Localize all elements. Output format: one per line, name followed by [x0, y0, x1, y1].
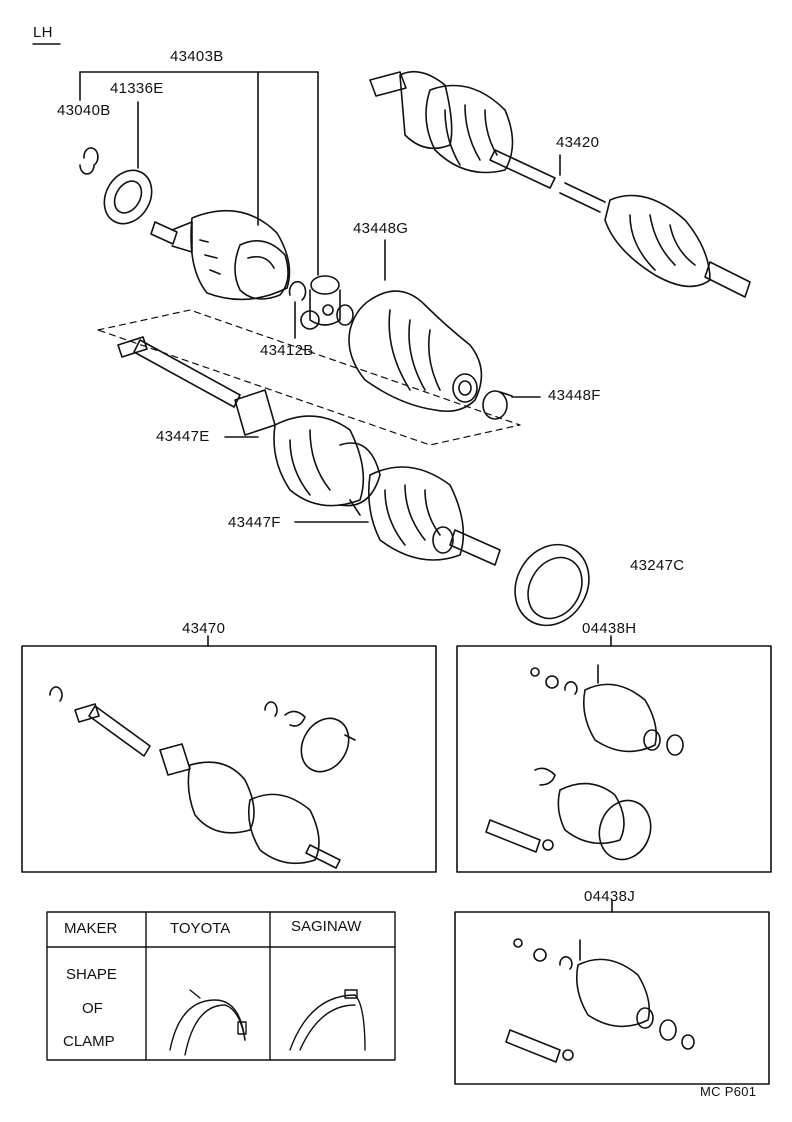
figure-code: MC P601	[700, 1084, 757, 1099]
drive-shaft-assembly-43420	[369, 70, 751, 298]
table-row-of: OF	[82, 1000, 103, 1017]
part-number-41336e: 41336E	[110, 80, 164, 97]
part-number-04438h: 04438H	[582, 620, 637, 637]
part-number-43420: 43420	[556, 134, 600, 151]
snap-ring-43412b	[288, 280, 307, 339]
table-header-maker: MAKER	[64, 920, 118, 937]
part-number-43447f: 43447F	[228, 514, 281, 531]
table-row-clamp: CLAMP	[63, 1033, 115, 1050]
snap-ring-43040b	[79, 147, 99, 175]
box-04438j	[454, 911, 770, 1085]
part-number-04438j: 04438J	[584, 888, 636, 905]
table-header-saginaw: SAGINAW	[291, 918, 362, 935]
part-number-43247c: 43247C	[630, 557, 685, 574]
table-row-shape: SHAPE	[66, 966, 117, 983]
dust-deflector-43247c	[514, 543, 590, 627]
shaft-assembly-43470	[49, 686, 356, 869]
part-number-43447e: 43447E	[156, 428, 210, 445]
part-number-43470: 43470	[182, 620, 226, 637]
bracket-43403b	[79, 71, 319, 276]
boot-kit-04438h	[485, 664, 684, 861]
part-number-43448g: 43448G	[353, 220, 409, 237]
tripod-joint	[300, 275, 354, 330]
boot-43448g	[348, 239, 483, 413]
box-43470	[21, 645, 437, 873]
table-header-toyota: TOYOTA	[170, 920, 231, 937]
washer-41336e	[103, 169, 153, 225]
drive-shaft-main	[117, 336, 501, 566]
boot-kit-04438j	[505, 938, 695, 1063]
subassembly-outline	[97, 309, 521, 446]
clamp-43448f	[482, 390, 541, 420]
side-label: LH	[33, 24, 53, 41]
inboard-joint-housing	[150, 210, 291, 301]
clamp-table	[46, 911, 396, 1061]
part-number-43412b: 43412B	[260, 342, 314, 359]
part-number-43403b: 43403B	[170, 48, 224, 65]
part-number-43448f: 43448F	[548, 387, 601, 404]
part-number-43040b: 43040B	[57, 102, 111, 119]
box-04438h	[456, 645, 772, 873]
